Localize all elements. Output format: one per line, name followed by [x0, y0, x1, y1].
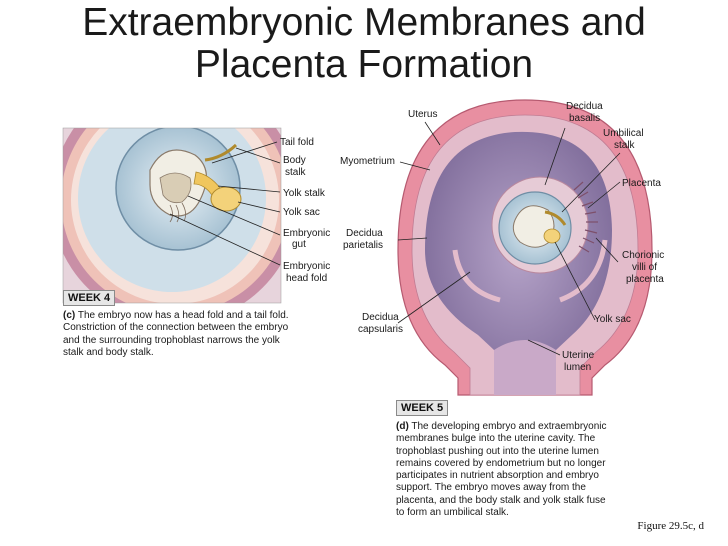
- label-yolk-stalk-left: Yolk stalk: [283, 188, 326, 199]
- week5-caption-line-6: support. The embryo moves away from the: [396, 482, 586, 494]
- title-line-1: Extraembryonic Membranes and: [82, 1, 646, 44]
- embryo-interior: [159, 172, 192, 204]
- label-embryonic-gut-2: gut: [292, 239, 306, 250]
- week5-caption-line-7: placenta, and the body stalk and yolk st…: [396, 494, 606, 506]
- body-stalk-shape: [204, 143, 238, 162]
- label-uterine-lumen-2: lumen: [564, 362, 591, 373]
- right-leader-lines: [397, 121, 621, 356]
- label-chorionic-villi-3: placenta: [626, 274, 664, 285]
- week4-caption: (c) The embryo now has a head fold and a…: [63, 310, 289, 359]
- label-head-fold-1: Embryonic: [283, 261, 330, 272]
- label-decidua-parietalis-2: parietalis: [343, 240, 383, 251]
- week5-badge: WEEK 5: [396, 400, 449, 416]
- week4-illustration: [63, 128, 281, 303]
- label-umbilical-stalk-1: Umbilical: [603, 128, 644, 139]
- week5-caption-line-2: membranes bulge into the uterine cavity.…: [396, 433, 596, 445]
- week5-caption: (d) The developing embryo and extraembry…: [396, 421, 607, 519]
- decidua-capsularis-shape: [452, 239, 608, 303]
- label-decidua-basalis-1: Decidua: [566, 101, 603, 112]
- label-tail-fold: Tail fold: [280, 137, 314, 148]
- week5-caption-line-8: to form an umbilical stalk.: [396, 507, 509, 519]
- uterine-lumen-shape: [494, 340, 556, 395]
- label-head-fold-2: head fold: [286, 273, 327, 284]
- somites: [169, 202, 186, 223]
- label-embryonic-gut-1: Embryonic: [283, 228, 330, 239]
- left-leader-lines: [169, 141, 281, 266]
- yolk-sac-w5: [543, 228, 561, 244]
- title-line-2: Placenta Formation: [194, 43, 534, 86]
- week5-caption-line-5: participates in nutrient absorption and …: [396, 470, 599, 482]
- label-uterus: Uterus: [408, 109, 437, 120]
- week5-caption-letter: (d): [396, 421, 409, 432]
- label-chorionic-villi-2: villi of: [632, 262, 657, 273]
- week5-caption-line-4: remains covered by endometrium but no lo…: [396, 457, 606, 469]
- figure-reference: Figure 29.5c, d: [637, 520, 704, 532]
- label-chorionic-villi-1: Chorionic: [622, 250, 664, 261]
- label-decidua-capsularis-1: Decidua: [362, 312, 399, 323]
- label-decidua-capsularis-2: capsularis: [358, 324, 403, 335]
- week5-caption-line-1: The developing embryo and extraembryonic: [411, 421, 607, 432]
- week4-caption-line-1: The embryo now has a head fold and a tai…: [77, 310, 289, 321]
- label-body-stalk-2: stalk: [285, 167, 307, 178]
- week5-illustration: [397, 99, 653, 396]
- umbilical-stalk-shape: [544, 210, 567, 226]
- week4-caption-line-4: stalk and body stalk.: [63, 346, 154, 358]
- week4-badge: WEEK 4: [63, 290, 116, 306]
- label-yolk-sac-left: Yolk sac: [283, 207, 320, 218]
- chorionic-villi: [573, 181, 598, 253]
- label-body-stalk-1: Body: [283, 155, 306, 166]
- slide-title: Extraembryonic Membranes and Placenta Fo…: [0, 2, 728, 86]
- label-decidua-parietalis-1: Decidua: [346, 228, 383, 239]
- label-placenta: Placenta: [622, 178, 661, 189]
- week5-caption-line-3: trophoblast pushing out into the uterine…: [396, 445, 599, 457]
- week4-caption-line-2: Constriction of the connection between t…: [63, 322, 289, 334]
- label-decidua-basalis-2: basalis: [569, 113, 600, 124]
- label-yolk-sac-right: Yolk sac: [594, 314, 631, 325]
- left-panel-frame: [62, 127, 282, 304]
- label-myometrium: Myometrium: [340, 156, 395, 167]
- week4-caption-letter: (c): [63, 310, 76, 321]
- label-uterine-lumen-1: Uterine: [562, 350, 595, 361]
- label-umbilical-stalk-2: stalk: [614, 140, 636, 151]
- week4-caption-line-3: and the surrounding trophoblast narrows …: [63, 334, 280, 346]
